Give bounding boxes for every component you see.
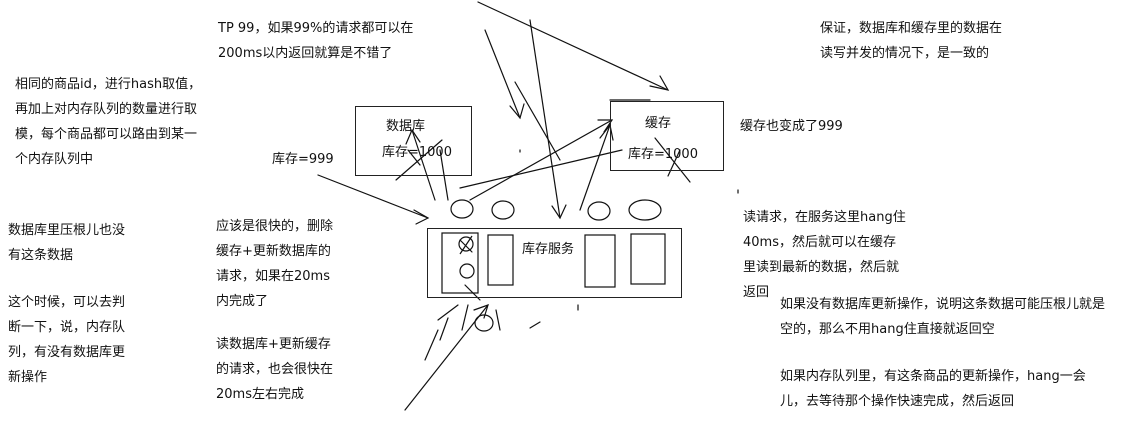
cache-box	[610, 101, 724, 171]
note-tp99: TP 99，如果99%的请求都可以在 200ms以内返回就算是不错了	[218, 21, 414, 61]
cache-title: 缓存	[645, 116, 672, 131]
note-routing: 相同的商品id，进行hash取值， 再加上对内存队列的数量进行取 模，每个商品都…	[15, 77, 202, 167]
note-read-update: 读数据库+更新缓存 的请求，也会很快在 20ms左右完成	[216, 337, 334, 402]
inventory-service-title: 库存服务	[522, 242, 575, 257]
note-db-missing: 数据库里压根儿也没 有这条数据	[8, 223, 126, 263]
database-stock: 库存=1000	[382, 145, 452, 160]
cache-999-label: 缓存也变成了999	[740, 119, 843, 134]
database-title: 数据库	[386, 119, 426, 134]
note-consistency: 保证，数据库和缓存里的数据在 读写并发的情况下，是一致的	[820, 21, 1003, 61]
note-judge: 这个时候，可以去判 断一下，说，内存队 列，有没有数据库更 新操作	[8, 295, 126, 385]
note-read-hang: 读请求，在服务这里hang住 40ms，然后就可以在缓存 里读到最新的数据，然后…	[743, 210, 906, 300]
note-delete-update: 应该是很快的，删除 缓存+更新数据库的 请求，如果在20ms 内完成了	[216, 219, 334, 309]
inventory-service-box	[427, 228, 682, 298]
note-has-update: 如果内存队列里，有这条商品的更新操作，hang一会 儿，去等待那个操作快速完成，…	[780, 369, 1086, 409]
cache-stock: 库存=1000	[628, 147, 698, 162]
note-no-update: 如果没有数据库更新操作，说明这条数据可能压根儿就是 空的，那么不用hang住直接…	[780, 297, 1106, 337]
stock-999-label: 库存=999	[272, 152, 334, 167]
database-box	[355, 106, 472, 176]
